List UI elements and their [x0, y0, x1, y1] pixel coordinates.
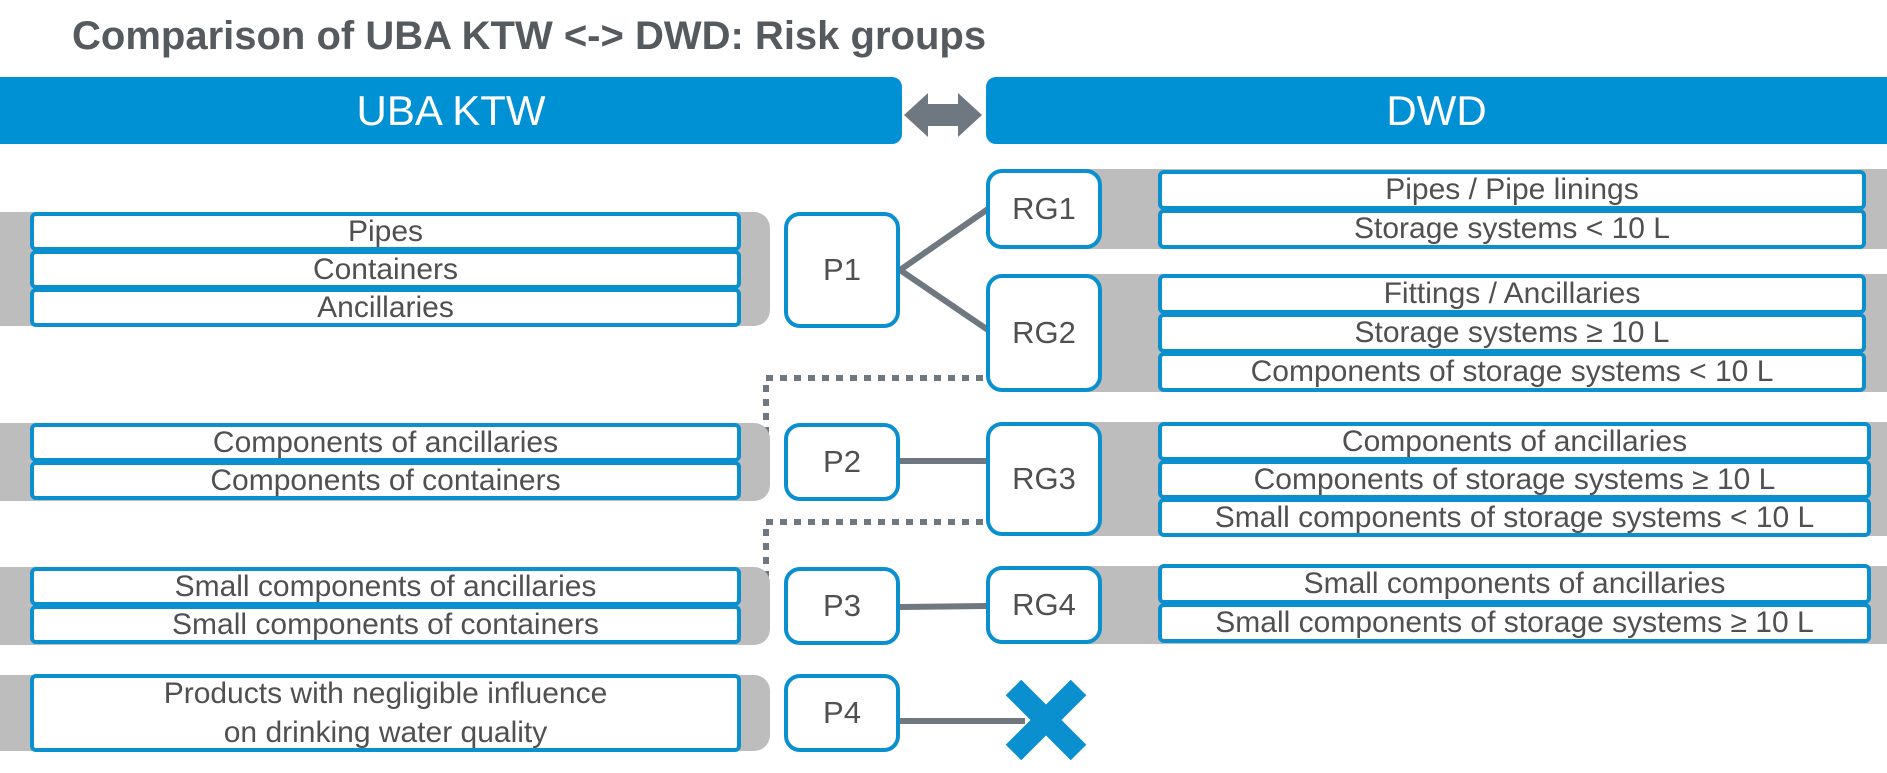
page-title: Comparison of UBA KTW <-> DWD: Risk grou…: [72, 14, 987, 58]
dwd-item-small-components-of-storage-systems-ge-10l: Small components of storage systems ≥ 10…: [1158, 603, 1871, 643]
dwd-item-components-of-storage-systems-ge-10l: Components of storage systems ≥ 10 L: [1158, 460, 1871, 499]
code-p3: P3: [784, 567, 900, 645]
link-p3-rg4: [899, 603, 989, 610]
header-dwd: DWD: [986, 77, 1887, 144]
uba-item-small-components-of-containers: Small components of containers: [30, 605, 741, 644]
dwd-item-small-components-of-ancillaries: Small components of ancillaries: [1158, 564, 1871, 604]
uba-item-components-of-containers: Components of containers: [30, 461, 741, 500]
dwd-item-small-components-of-storage-systems-lt-10l: Small components of storage systems < 10…: [1158, 498, 1871, 537]
dwd-item-components-of-ancillaries: Components of ancillaries: [1158, 422, 1871, 461]
code-p2: P2: [784, 423, 900, 501]
code-rg3: RG3: [986, 422, 1102, 536]
cross-icon: [1005, 679, 1087, 761]
link-p1-rg2: [898, 267, 990, 333]
double-arrow-icon: [904, 93, 982, 137]
header-uba-ktw: UBA KTW: [0, 77, 902, 144]
dwd-item-components-of-storage-systems-lt-10l: Components of storage systems < 10 L: [1158, 352, 1866, 392]
link-p1-rg1: [898, 206, 990, 273]
uba-item-negligible-influence: Products with negligible influence on dr…: [30, 674, 741, 752]
code-rg4: RG4: [986, 566, 1102, 644]
uba-item-ancillaries: Ancillaries: [30, 288, 741, 327]
dwd-item-storage-systems-ge-10l: Storage systems ≥ 10 L: [1158, 313, 1866, 353]
uba-item-pipes: Pipes: [30, 212, 741, 251]
code-rg2: RG2: [986, 274, 1102, 392]
code-p4: P4: [784, 674, 900, 752]
code-p1: P1: [784, 212, 900, 328]
code-rg1: RG1: [986, 169, 1102, 249]
uba-item-components-of-ancillaries: Components of ancillaries: [30, 423, 741, 462]
uba-item-small-components-of-ancillaries: Small components of ancillaries: [30, 567, 741, 606]
dwd-item-pipes-pipe-linings: Pipes / Pipe linings: [1158, 170, 1866, 210]
uba-item-containers: Containers: [30, 250, 741, 289]
dwd-item-storage-systems-lt-10l: Storage systems < 10 L: [1158, 209, 1866, 249]
dwd-item-fittings-ancillaries: Fittings / Ancillaries: [1158, 274, 1866, 314]
